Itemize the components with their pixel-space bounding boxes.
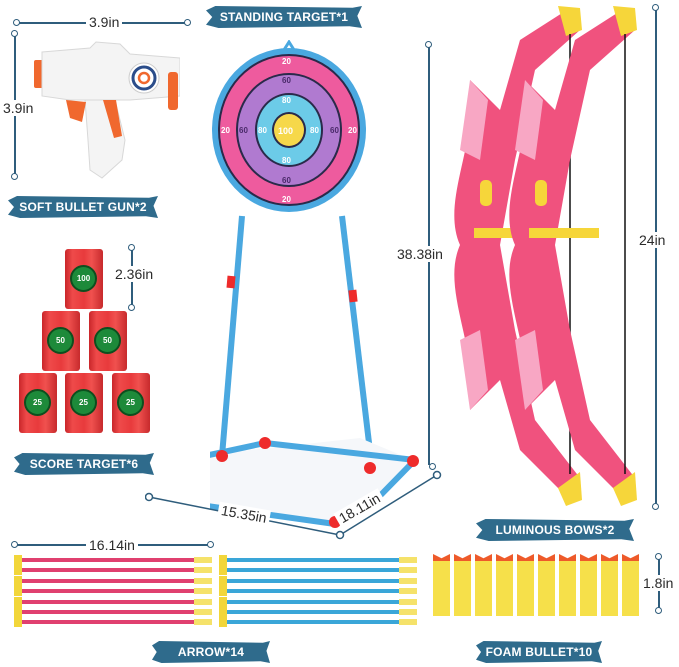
dim-endpoint (425, 41, 432, 48)
bullet-height-dim: 1.8in (640, 575, 677, 591)
score-can: 100 (65, 249, 103, 309)
can-score: 25 (117, 389, 144, 416)
bullets-label: FOAM BULLET*10 (476, 641, 602, 663)
foam-bullet (433, 561, 450, 616)
gun-height-dim: 3.9in (0, 100, 37, 116)
can-height-dim: 2.36in (112, 266, 157, 282)
dim-endpoint (652, 503, 659, 510)
foam-bullet (475, 561, 492, 616)
arrow (14, 607, 212, 617)
ring-score: 20 (348, 126, 357, 135)
arrow (219, 607, 417, 617)
ring-score: 60 (282, 176, 291, 185)
gun-label: SOFT BULLET GUN*2 (8, 196, 158, 218)
foam-bullet (538, 561, 555, 616)
dim-endpoint (184, 19, 191, 26)
arrow-length-dim: 16.14in (86, 537, 138, 553)
dim-endpoint (11, 173, 18, 180)
dim-endpoint (128, 244, 135, 251)
arrow (219, 575, 417, 586)
arrow (219, 596, 417, 607)
ring-score: 80 (258, 126, 267, 135)
foam-bullet (496, 561, 513, 616)
can-score: 100 (70, 265, 97, 292)
ring-score: 20 (282, 57, 291, 66)
gun-image (34, 41, 180, 179)
arrow (219, 617, 417, 628)
can-score: 25 (70, 389, 97, 416)
can-score: 50 (94, 327, 121, 354)
score-can: 25 (112, 373, 150, 433)
score-can: 25 (65, 373, 103, 433)
ring-score: 60 (330, 126, 339, 135)
dim-endpoint (11, 30, 18, 37)
ring-score: 60 (239, 126, 248, 135)
arrows-label: ARROW*14 (152, 641, 270, 663)
foam-bullet (622, 561, 639, 616)
arrow (14, 565, 212, 576)
ring-score: 20 (221, 126, 230, 135)
target-label: STANDING TARGET*1 (206, 6, 362, 28)
dartboard: 20 20 20 20 60 60 60 60 80 80 80 80 100 (212, 40, 366, 212)
dim-endpoint (207, 541, 214, 548)
score-can: 50 (42, 311, 80, 371)
gun-width-dim: 3.9in (86, 14, 123, 30)
ring-score: 20 (282, 195, 291, 204)
bullseye-score: 100 (278, 126, 294, 136)
dim-endpoint (652, 4, 659, 11)
arrow (14, 586, 212, 597)
arrow (219, 586, 417, 597)
dim-endpoint (429, 463, 436, 470)
arrow (14, 617, 212, 628)
ring-score: 80 (282, 156, 291, 165)
foam-bullet (580, 561, 597, 616)
ring-score: 60 (282, 76, 291, 85)
bows-image (454, 5, 638, 507)
target-height-dim: 38.38in (394, 246, 446, 262)
ring-score: 80 (282, 96, 291, 105)
dim-endpoint (128, 304, 135, 311)
dim-endpoint (655, 553, 662, 560)
arrow (219, 565, 417, 576)
can-score: 50 (47, 327, 74, 354)
dim-endpoint (11, 541, 18, 548)
base-dim-lines (145, 470, 442, 540)
arrow (14, 575, 212, 586)
bow-height-dim: 24in (636, 232, 669, 248)
arrow (14, 555, 212, 565)
foam-bullet (601, 561, 618, 616)
can-score: 25 (24, 389, 51, 416)
foam-bullet (517, 561, 534, 616)
dim-endpoint (13, 19, 20, 26)
bows-label: LUMINOUS BOWS*2 (476, 519, 634, 541)
arrow (219, 555, 417, 565)
arrow (14, 596, 212, 607)
score-can: 25 (19, 373, 57, 433)
ring-score: 80 (310, 126, 319, 135)
cans-label: SCORE TARGET*6 (14, 453, 154, 475)
foam-bullet (454, 561, 471, 616)
bow-height-line (655, 8, 657, 508)
dim-endpoint (655, 607, 662, 614)
foam-bullet (559, 561, 576, 616)
score-can: 50 (89, 311, 127, 371)
